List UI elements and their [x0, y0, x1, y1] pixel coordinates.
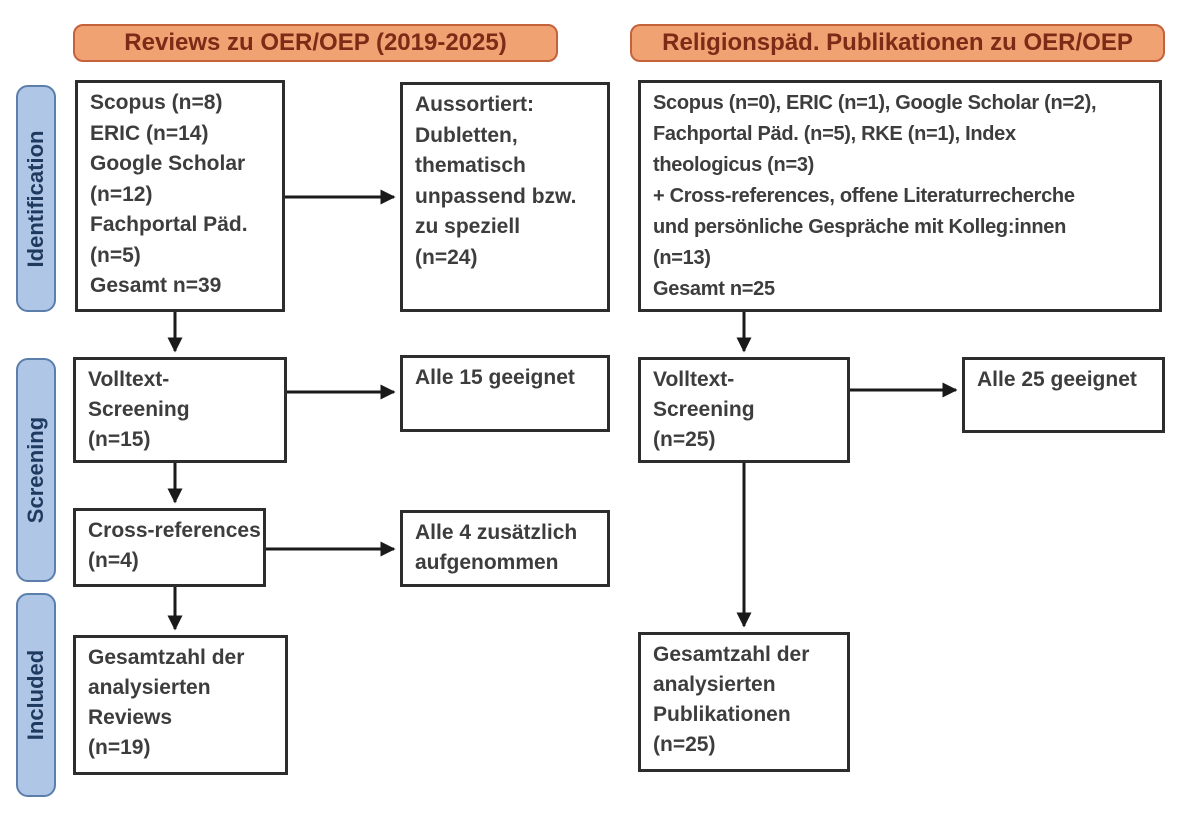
box-left-included-total: Gesamtzahl der analysierten Reviews (n=1… — [73, 635, 288, 775]
stage-included: Included — [16, 593, 56, 797]
box-right-fulltext-screening: Volltext- Screening (n=25) — [638, 357, 850, 463]
stage-included-label: Included — [23, 649, 48, 741]
box-left-crossref: Cross-references (n=4) — [73, 508, 266, 587]
box-left-sources: Scopus (n=8) ERIC (n=14) Google Scholar … — [75, 80, 285, 312]
box-left-excluded: Aussortiert: Dubletten, thematisch unpas… — [400, 82, 610, 312]
box-left-fulltext-screening: Volltext- Screening (n=15) — [73, 357, 287, 463]
stage-screening: Screening — [16, 358, 56, 582]
stage-screening-label: Screening — [23, 416, 48, 524]
header-reviews: Reviews zu OER/OEP (2019-2025) — [73, 24, 558, 62]
stage-identification: Identification — [16, 85, 56, 312]
box-right-sources: Scopus (n=0), ERIC (n=1), Google Scholar… — [638, 80, 1162, 312]
stage-identification-label: Identification — [23, 130, 48, 267]
box-left-crossref-result: Alle 4 zusätzlich aufgenommen — [400, 510, 610, 587]
box-left-fulltext-result: Alle 15 geeignet — [400, 355, 610, 432]
box-right-included-total: Gesamtzahl der analysierten Publikatione… — [638, 632, 850, 772]
header-religionspaed-publikationen: Religionspäd. Publikationen zu OER/OEP — [630, 24, 1165, 62]
box-right-fulltext-result: Alle 25 geeignet — [962, 357, 1165, 433]
